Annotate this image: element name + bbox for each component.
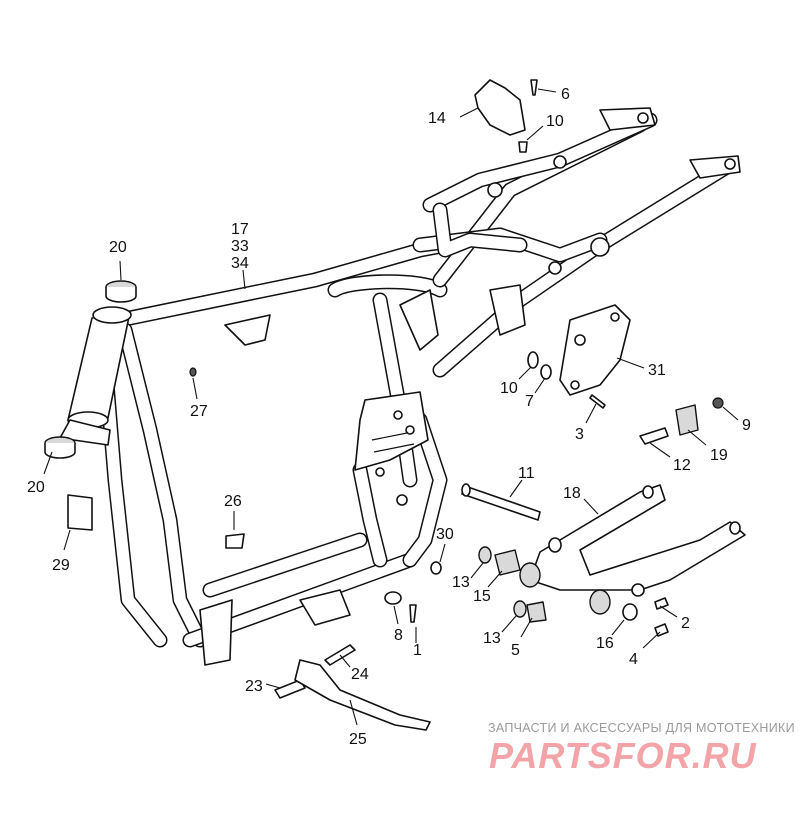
callout-12: 12 <box>673 457 691 474</box>
bushing-part <box>494 549 521 576</box>
callout-11: 11 <box>518 465 535 482</box>
callout-31: 31 <box>648 362 666 379</box>
watermark-tagline: ЗАПЧАСТИ И АКСЕССУАРЫ ДЛЯ МОТОТЕХНИКИ <box>488 721 795 735</box>
callout-4: 4 <box>629 651 638 668</box>
small-parts <box>44 79 746 731</box>
callout-9: 9 <box>742 417 751 434</box>
callout-10-lower: 10 <box>500 380 518 397</box>
callout-17: 17 <box>231 221 249 238</box>
callout-7: 7 <box>525 393 534 410</box>
callout-26: 26 <box>224 493 242 510</box>
callout-labels: 1 2 3 4 5 6 7 8 9 10 10 11 12 13 13 14 1… <box>27 86 751 748</box>
watermark-logo-text: PARTSFOR.RU <box>489 736 757 776</box>
callout-16: 16 <box>596 635 614 652</box>
cover-plate-part <box>559 304 631 396</box>
callout-8: 8 <box>394 627 403 644</box>
callout-19: 19 <box>710 447 728 464</box>
callout-2: 2 <box>681 615 690 632</box>
callout-3: 3 <box>575 426 584 443</box>
callout-5: 5 <box>511 642 520 659</box>
callout-30: 30 <box>436 526 454 543</box>
main-frame <box>59 107 741 666</box>
callout-13-upper: 13 <box>452 574 470 591</box>
callout-34: 34 <box>231 255 249 272</box>
screw-part <box>530 79 538 96</box>
callout-10-upper: 10 <box>546 113 564 130</box>
callout-14: 14 <box>428 110 446 127</box>
leader-lines <box>43 88 739 726</box>
pivot-bolt-part <box>461 485 541 521</box>
callout-33: 33 <box>231 238 249 255</box>
callout-24: 24 <box>351 666 369 683</box>
callout-23: 23 <box>245 678 263 695</box>
callout-13-lower: 13 <box>483 630 501 647</box>
callout-25: 25 <box>349 731 367 748</box>
callout-20-upper: 20 <box>109 239 127 256</box>
bracket-29-part <box>67 494 93 531</box>
callout-27: 27 <box>190 403 208 420</box>
callout-1: 1 <box>413 642 422 659</box>
jiffy-stand-part <box>294 659 431 731</box>
callout-29: 29 <box>52 557 70 574</box>
mounting-bracket-part <box>474 79 526 136</box>
callout-18: 18 <box>563 485 581 502</box>
callout-6: 6 <box>561 86 570 103</box>
rubber-mount-part <box>675 404 699 436</box>
callout-15: 15 <box>473 588 491 605</box>
callout-20-lower: 20 <box>27 479 45 496</box>
watermark-logo: PARTSFOR.RU <box>489 736 757 776</box>
